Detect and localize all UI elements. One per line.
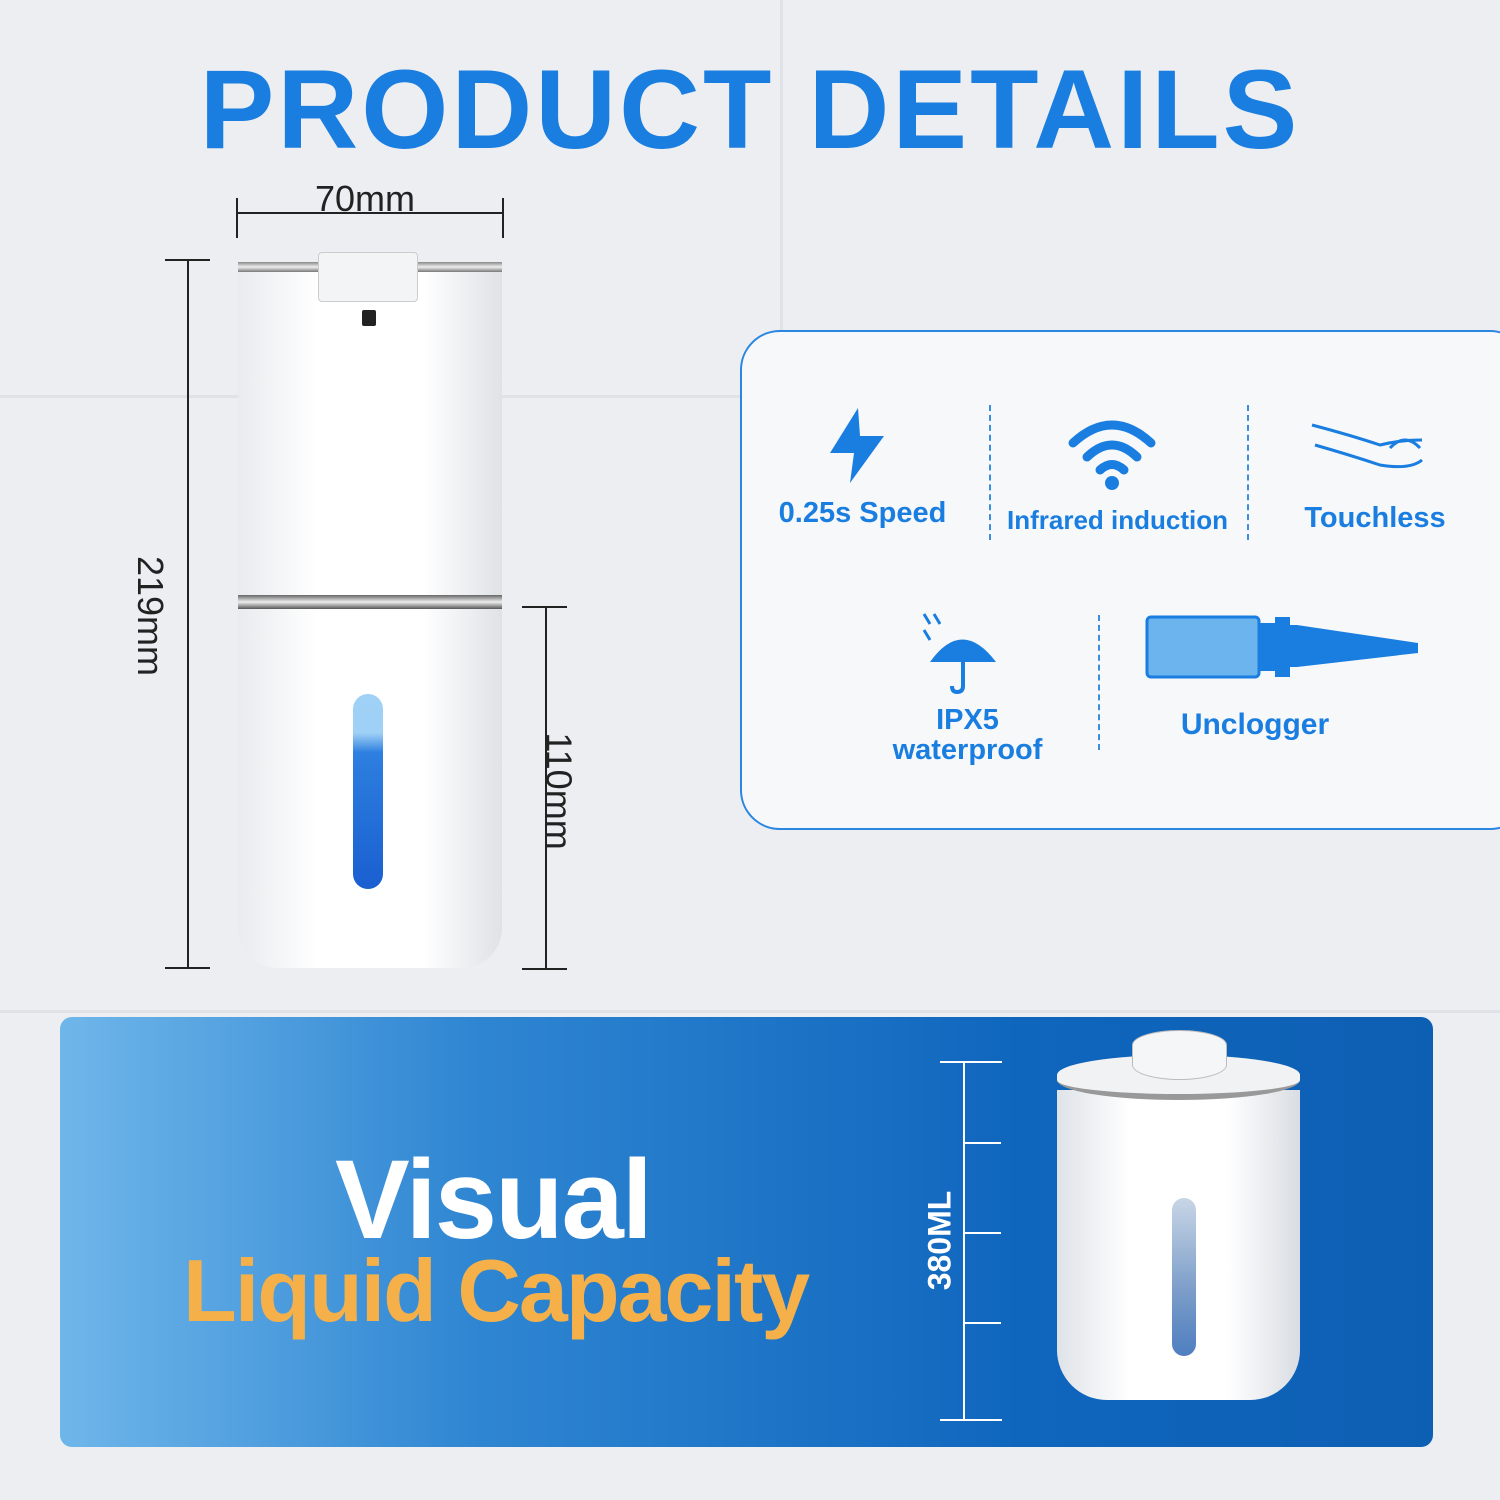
feature-speed: 0.25s Speed xyxy=(778,497,947,529)
divider xyxy=(989,405,991,540)
soap-dispenser-image xyxy=(238,252,502,968)
umbrella-rain-icon xyxy=(922,613,996,694)
capacity-label: 380ML xyxy=(921,1190,958,1291)
lower-height-label: 110mm xyxy=(538,732,580,850)
height-label: 219mm xyxy=(130,555,172,677)
banner-visual: Visual xyxy=(335,1137,653,1262)
dim-tick xyxy=(963,1142,1001,1144)
hand-icon xyxy=(1311,423,1423,469)
dim-tick xyxy=(940,1061,1002,1063)
dim-tick xyxy=(963,1322,1001,1324)
dim-tick xyxy=(236,198,238,238)
width-label: 70mm xyxy=(315,178,416,219)
features-panel xyxy=(740,330,1500,830)
divider xyxy=(1247,405,1249,540)
capacity-dimension-line xyxy=(963,1062,965,1420)
dim-tick xyxy=(165,259,210,261)
dim-tick xyxy=(522,968,567,970)
divider xyxy=(1098,615,1100,750)
width-dimension-line xyxy=(236,212,504,214)
banner-liquid-capacity: Liquid Capacity xyxy=(183,1241,810,1340)
dim-tick xyxy=(963,1232,1001,1234)
wifi-signal-icon xyxy=(1068,420,1156,490)
dim-tick xyxy=(165,967,210,969)
reservoir-image xyxy=(1057,1030,1300,1400)
lightning-icon xyxy=(830,408,884,483)
feature-unclogger: Unclogger xyxy=(1180,708,1330,741)
feature-touchless: Touchless xyxy=(1304,502,1446,534)
dim-tick xyxy=(502,198,504,238)
dim-tick xyxy=(522,606,567,608)
dim-tick xyxy=(940,1419,1002,1421)
feature-waterproof: IPX5 waterproof xyxy=(892,704,1043,766)
page-title: PRODUCT DETAILS xyxy=(199,47,1301,172)
feature-infrared: Infrared induction xyxy=(1007,505,1228,535)
nozzle-bottle-icon xyxy=(1145,615,1418,679)
lower-height-line xyxy=(545,607,547,969)
height-dimension-line xyxy=(187,260,189,968)
